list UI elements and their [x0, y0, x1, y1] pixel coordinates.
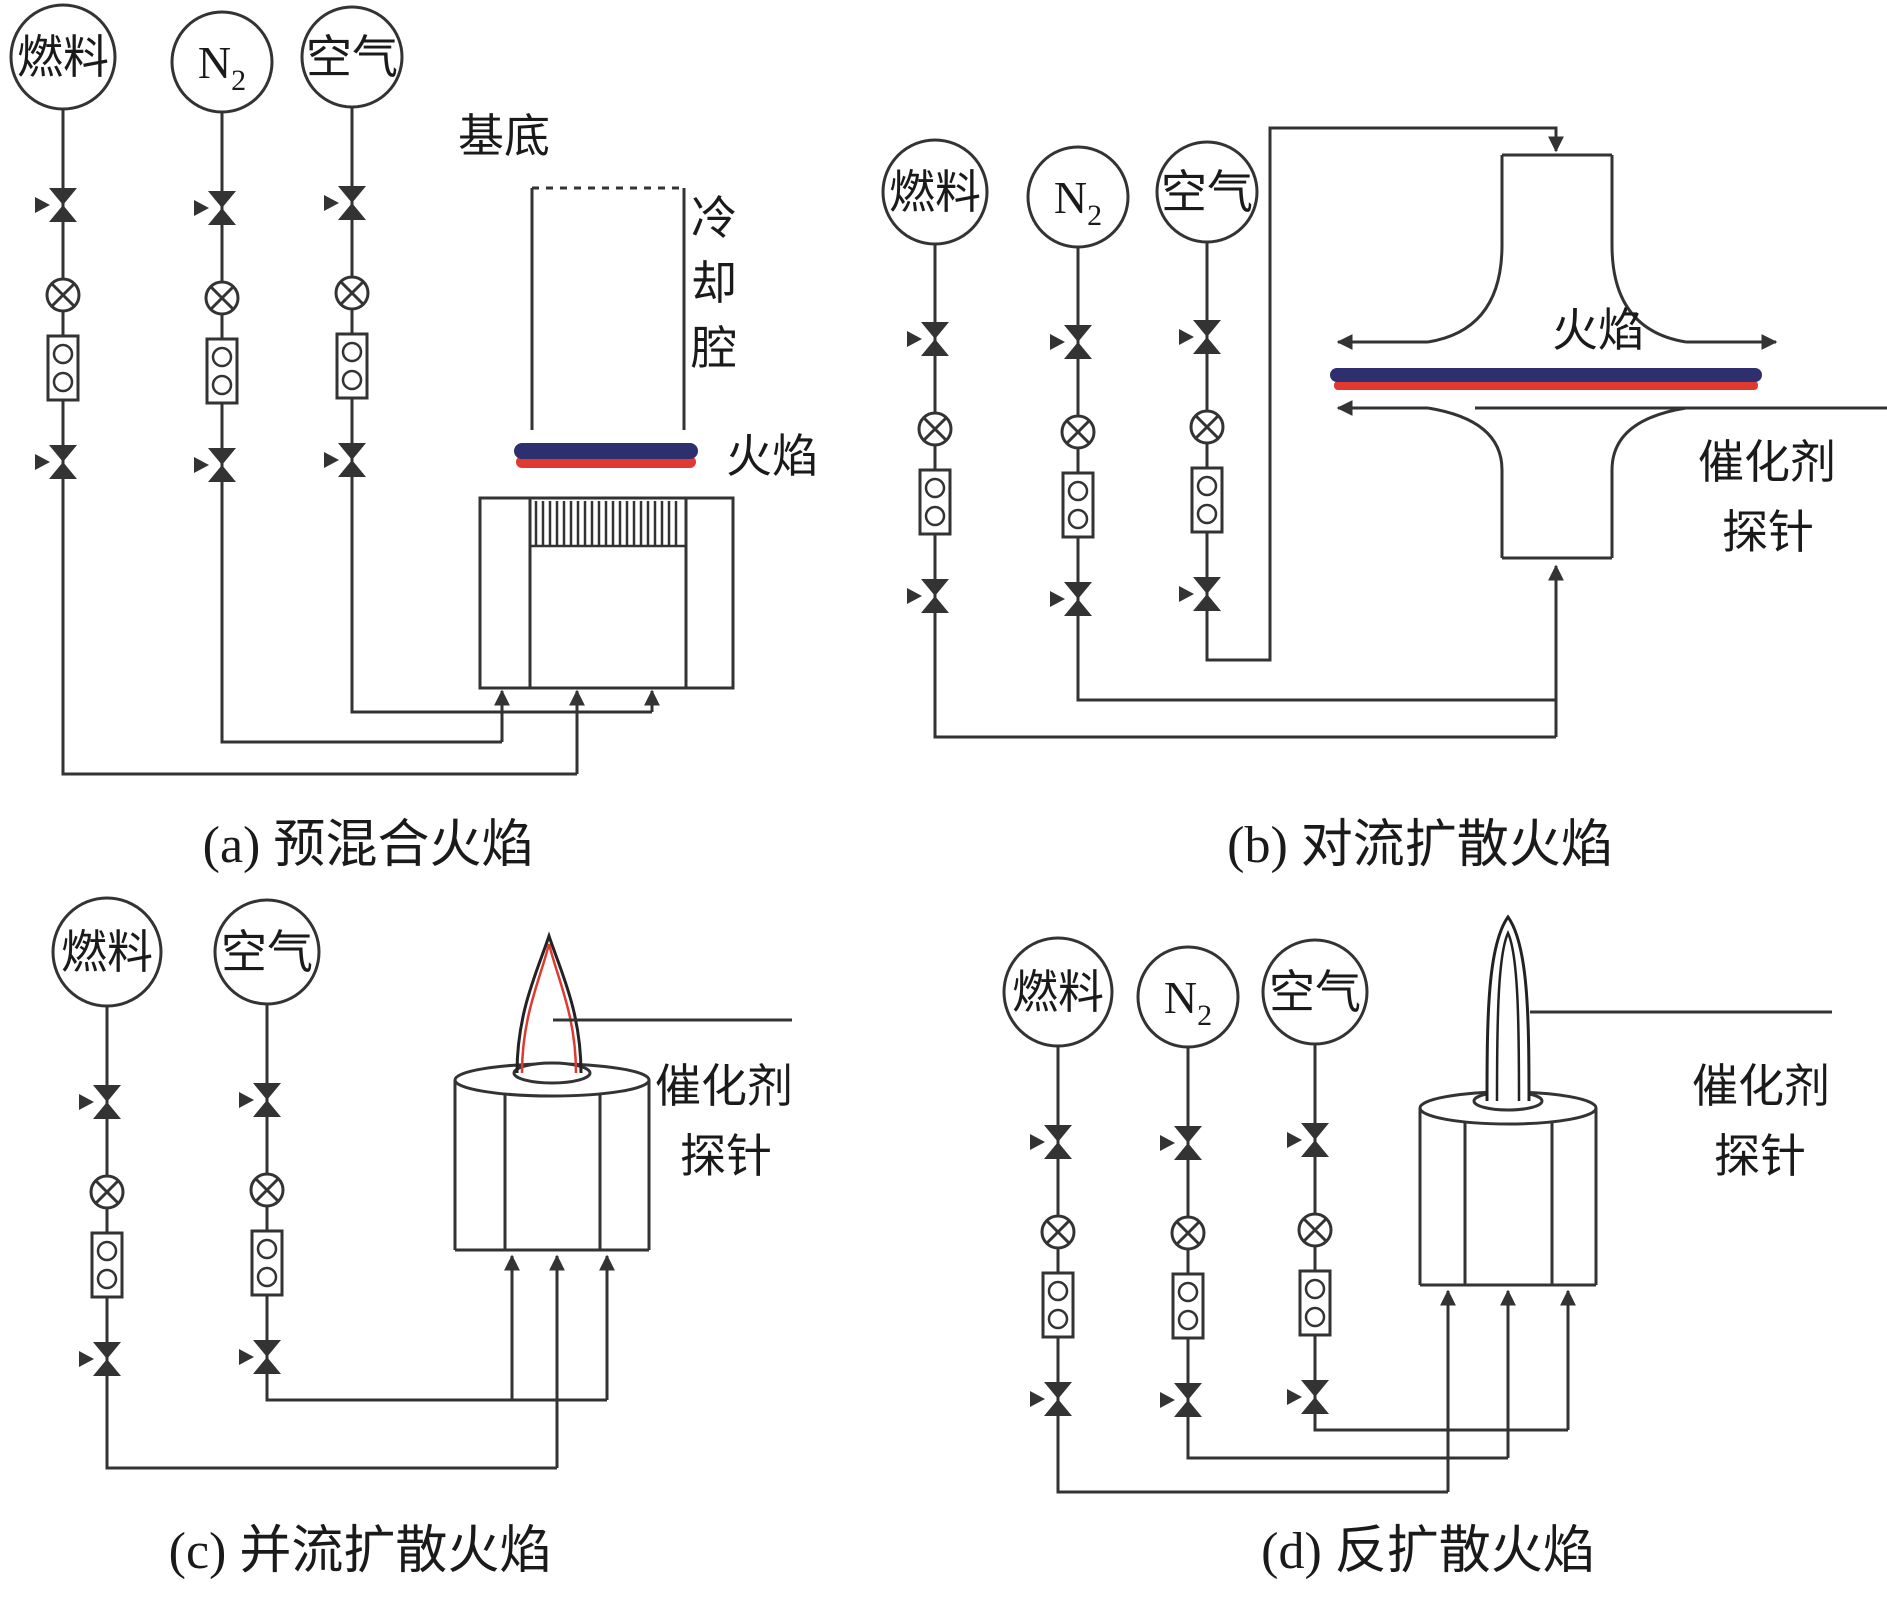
feed-pipes — [1056, 1289, 1576, 1494]
label-catalyst: 催化剂 — [655, 1061, 793, 1112]
burner-mesh — [534, 501, 678, 545]
gas-source-label: 燃料 — [889, 167, 981, 218]
label-probe: 探针 — [680, 1131, 772, 1182]
feed-pipes — [105, 1254, 615, 1470]
gas-source-circle — [1136, 945, 1240, 1049]
label-catalyst: 催化剂 — [1692, 1061, 1830, 1112]
caption-c: (c) 并流扩散火焰 — [169, 1523, 552, 1580]
label-catalyst: 催化剂 — [1698, 437, 1836, 488]
label-cooling-2: 却 — [691, 258, 737, 309]
panel-a: 燃料 N2 空气 — [9, 3, 818, 874]
gas-source-circle — [300, 5, 404, 109]
label-cooling-1: 冷 — [691, 193, 737, 244]
feed-pipes — [933, 126, 1564, 739]
coflow-burner — [453, 1061, 651, 1252]
label-probe: 探针 — [1714, 1131, 1806, 1182]
gas-source-label: 空气 — [221, 927, 313, 978]
gas-source-circle — [1002, 936, 1114, 1048]
caption-a: (a) 预混合火焰 — [203, 817, 534, 874]
label-cooling-3: 腔 — [691, 323, 737, 374]
panel-c: 燃料 空气 催化剂 探针 (c) 并流扩散火焰 — [51, 896, 793, 1580]
feed-pipes — [61, 488, 660, 776]
label-substrate: 基底 — [458, 111, 550, 162]
cooling-chamber — [530, 186, 686, 430]
gas-source-label: 燃料 — [17, 32, 109, 83]
counterflow-burner — [1336, 153, 1778, 560]
label-flame: 火焰 — [726, 431, 818, 482]
panel-b: 燃料 N2 空气 火焰 催 — [881, 126, 1887, 874]
flat-flame — [1330, 368, 1762, 390]
gas-source-label: 空气 — [1161, 167, 1253, 218]
flat-flame — [514, 443, 698, 468]
gas-source-label: 燃料 — [61, 927, 153, 978]
premixed-burner — [478, 496, 735, 690]
gas-source-circle — [9, 3, 117, 111]
panel-d: 燃料 N2 空气 催化剂 — [1002, 914, 1832, 1580]
inverse-flame — [1485, 914, 1531, 1102]
caption-d: (d) 反扩散火焰 — [1261, 1523, 1595, 1580]
gas-source-label: 空气 — [1269, 967, 1361, 1018]
gas-source-label: 空气 — [306, 32, 398, 83]
diffusion-flame — [515, 931, 583, 1074]
gas-source-circle — [213, 898, 321, 1006]
label-probe: 探针 — [1722, 507, 1814, 558]
gas-source-label: N2 — [1054, 172, 1102, 232]
label-flame: 火焰 — [1552, 305, 1644, 356]
gas-source-label: 燃料 — [1012, 967, 1104, 1018]
gas-source-circle — [51, 896, 163, 1008]
gas-source-circle — [1261, 938, 1369, 1046]
caption-b: (b) 对流扩散火焰 — [1227, 817, 1613, 874]
gas-source-label: N2 — [1164, 972, 1212, 1032]
gas-source-circle — [170, 10, 274, 114]
gas-source-label: N2 — [198, 37, 246, 97]
